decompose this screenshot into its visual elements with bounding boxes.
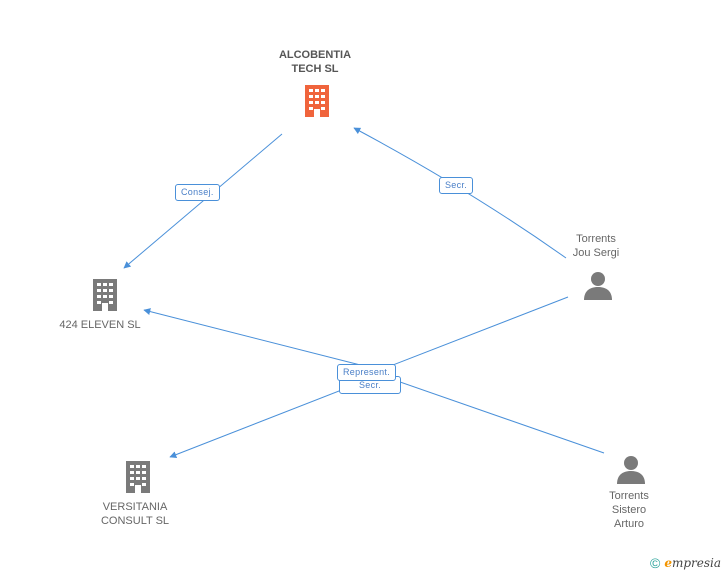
copyright-symbol: © — [650, 555, 661, 571]
brand-name-rest: mpresia — [671, 556, 722, 570]
edge-label-secr-top[interactable]: Secr. — [439, 177, 474, 194]
building-icon[interactable] — [90, 278, 120, 312]
node-label-torrents-jou: Torrents Jou Sergi — [572, 233, 620, 259]
edge-label-represent[interactable]: Represent. — [337, 364, 397, 381]
person-icon[interactable] — [583, 270, 613, 300]
edge-consej — [123, 133, 283, 269]
node-label-424-eleven: 424 ELEVEN SL — [59, 319, 141, 331]
edge-sistero-cross — [379, 374, 605, 454]
person-icon[interactable] — [616, 454, 646, 484]
building-icon[interactable] — [123, 460, 153, 494]
brand-name: empresia — [664, 556, 721, 570]
brand-name-initial: e — [664, 556, 672, 570]
edge-jou-cross — [379, 296, 569, 371]
edge-label-consej[interactable]: Consej. — [175, 184, 220, 201]
node-label-alcobentia: ALCOBENTIA TECH SL — [278, 49, 352, 75]
node-label-torrents-sistero: Torrents Sistero Arturo — [609, 490, 649, 530]
node-label-versitania: VERSITANIA CONSULT SL — [100, 501, 170, 527]
empresia-brand: © empresia — [650, 555, 721, 571]
building-icon[interactable] — [302, 84, 332, 118]
edge-represent-to-eleven — [143, 308, 381, 371]
